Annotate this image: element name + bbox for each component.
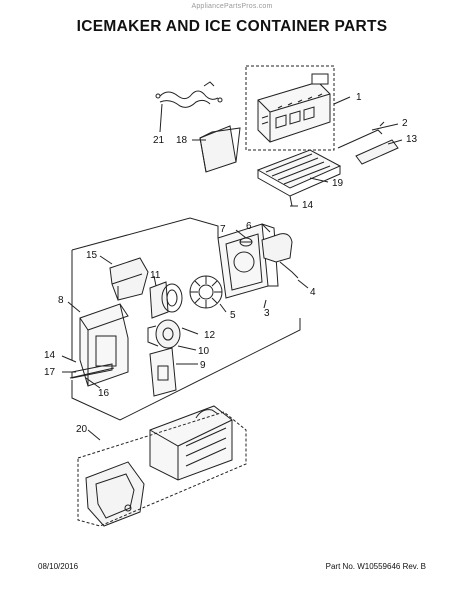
callout-16: 16 bbox=[98, 388, 110, 399]
callout-1: 1 bbox=[356, 92, 362, 103]
clip-part bbox=[355, 139, 399, 165]
callout-17: 17 bbox=[44, 367, 56, 378]
gear-part bbox=[189, 275, 223, 309]
door-part bbox=[109, 257, 149, 301]
callout-10: 10 bbox=[198, 346, 210, 357]
switch-plate-part bbox=[149, 347, 177, 397]
footer-date: 08/10/2016 bbox=[38, 562, 79, 571]
motor-housing-part bbox=[217, 223, 279, 299]
ring-part bbox=[161, 283, 183, 313]
callout-4: 4 bbox=[310, 287, 316, 298]
callout-18: 18 bbox=[176, 135, 188, 146]
callout-5: 5 bbox=[230, 310, 236, 321]
ice-bin-part bbox=[149, 405, 233, 481]
callout-13: 13 bbox=[406, 134, 418, 145]
callout-labels: 1 2 13 18 21 19 14 7 6 15 11 4 5 3 8 12 … bbox=[44, 92, 418, 435]
callout-6: 6 bbox=[246, 221, 252, 232]
dispenser-housing-part bbox=[69, 303, 129, 387]
callout-2: 2 bbox=[402, 118, 408, 129]
callout-7: 7 bbox=[220, 224, 226, 235]
ice-tray-part bbox=[256, 149, 342, 197]
callout-14-bottom: 14 bbox=[44, 350, 56, 361]
bail-arm-part bbox=[337, 121, 385, 149]
icemaker-part bbox=[257, 73, 331, 143]
assembly-outline bbox=[71, 217, 219, 251]
page-title: ICEMAKER AND ICE CONTAINER PARTS bbox=[76, 18, 388, 35]
callout-11: 11 bbox=[150, 270, 161, 281]
watermark: AppliancePartsPros.com bbox=[191, 3, 273, 10]
callout-20: 20 bbox=[76, 424, 88, 435]
cover-part bbox=[199, 125, 241, 173]
wire-harness-part bbox=[155, 81, 223, 133]
ice-bin-box bbox=[77, 411, 247, 527]
bracket-part bbox=[261, 233, 299, 279]
callout-9: 9 bbox=[200, 360, 206, 371]
callout-3: 3 bbox=[264, 308, 270, 319]
icemaker-assembly-box bbox=[245, 65, 335, 151]
callout-14-top: 14 bbox=[302, 200, 314, 211]
footer-part-number: Part No. W10559646 Rev. B bbox=[325, 562, 426, 571]
callout-15: 15 bbox=[86, 250, 98, 261]
ice-bin-door-part bbox=[85, 461, 145, 527]
callout-21: 21 bbox=[153, 135, 165, 146]
callout-19: 19 bbox=[332, 178, 344, 189]
callout-8: 8 bbox=[58, 295, 64, 306]
motor-part bbox=[147, 319, 181, 349]
callout-12: 12 bbox=[204, 330, 216, 341]
